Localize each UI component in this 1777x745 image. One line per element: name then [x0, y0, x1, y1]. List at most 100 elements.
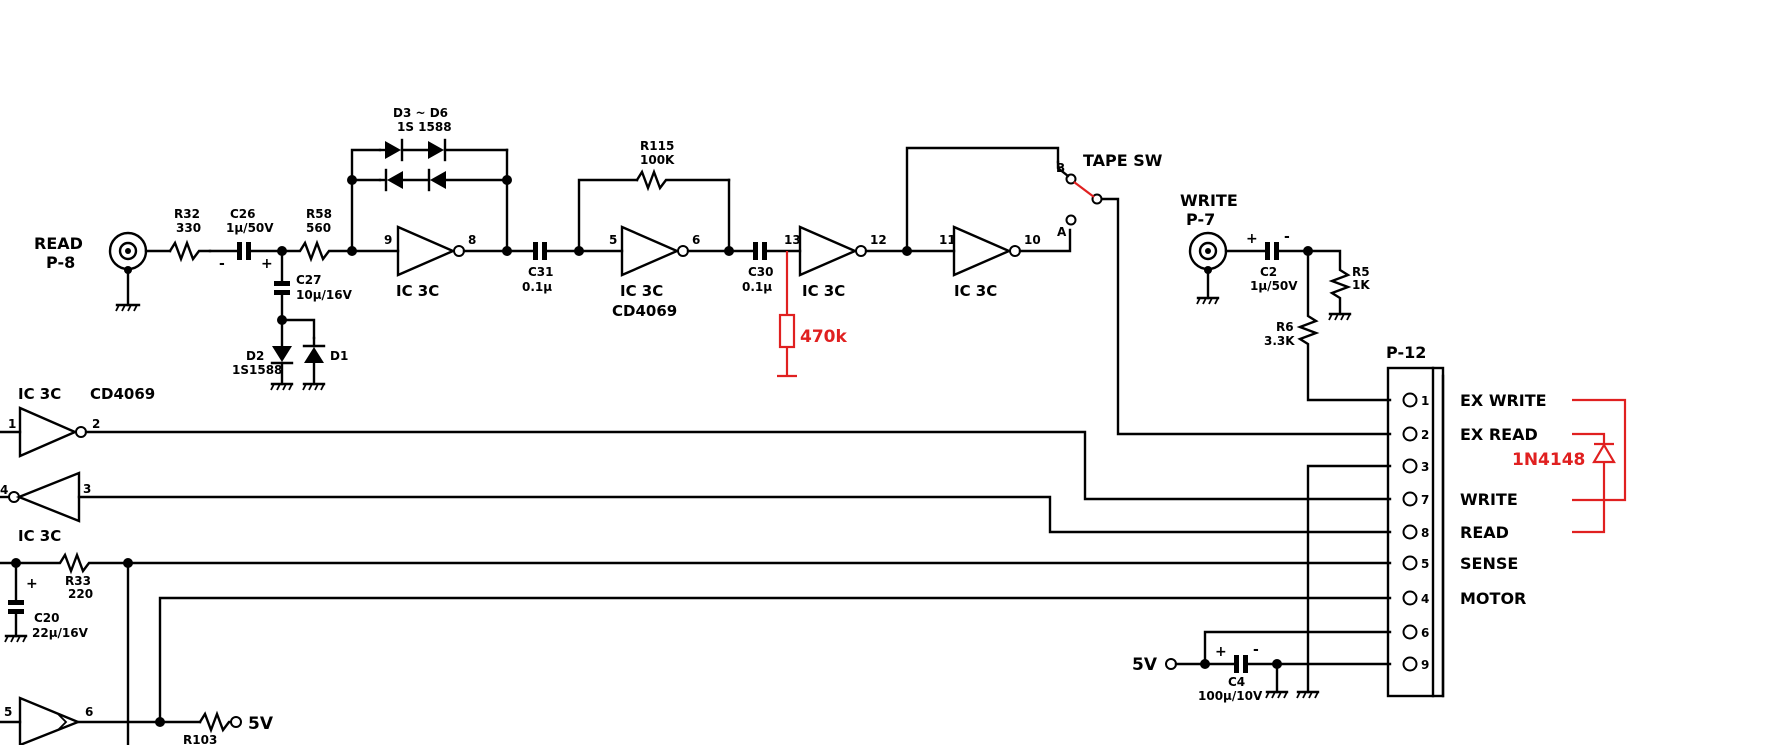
c26-ref: C26 — [230, 207, 256, 221]
r115-value: 100K — [640, 153, 675, 167]
ground-icon — [115, 303, 141, 312]
connector-pin-8 — [1402, 524, 1418, 540]
g4-in-pin: 11 — [939, 233, 956, 247]
c2-ref: C2 — [1260, 265, 1277, 279]
connector-pin-number: 9 — [1421, 658, 1429, 672]
c2-value: 1µ/50V — [1250, 279, 1298, 293]
r5-value: 1K — [1352, 278, 1370, 292]
c2-minus: - — [1284, 229, 1290, 245]
tape-switch-pos-b: B — [1056, 161, 1065, 175]
g3-unit: IC 3C — [802, 282, 845, 300]
c26-plus: + — [261, 256, 273, 272]
connector-pin-1 — [1402, 392, 1418, 408]
g4-unit: IC 3C — [954, 282, 997, 300]
resistor-r5 — [1306, 249, 1352, 321]
r33-value: 220 — [68, 587, 93, 601]
inverter-gate-3 — [798, 225, 909, 277]
connector-signal-label: MOTOR — [1460, 589, 1526, 608]
g5-unit: IC 3C — [18, 385, 61, 403]
resistor-r58 — [280, 239, 354, 263]
g3-out-pin: 12 — [870, 233, 887, 247]
g6-out-pin: 3 — [83, 482, 91, 496]
connector-pin-number: 2 — [1421, 428, 1429, 442]
added-diode-1n4148 — [1572, 398, 1627, 534]
g1-out-pin: 8 — [468, 233, 476, 247]
diode-bridge-d3-d6 — [378, 138, 509, 192]
write-jack-p7 — [1188, 231, 1228, 305]
r103-ref: R103 — [183, 733, 217, 745]
connector-pin-number: 8 — [1421, 526, 1429, 540]
ground-icon — [1328, 312, 1352, 321]
write-jack-ref: P-7 — [1186, 210, 1215, 229]
g2-out-pin: 6 — [692, 233, 700, 247]
c20-plus: + — [26, 576, 38, 592]
connector-pin-4 — [1402, 590, 1418, 606]
c27-ref: C27 — [296, 273, 322, 287]
ground-icon — [4, 634, 28, 643]
connector-signal-label: WRITE — [1460, 490, 1518, 509]
r6-value: 3.3K — [1264, 334, 1295, 348]
c20-value: 22µ/16V — [32, 626, 89, 640]
read-jack-ref: P-8 — [46, 253, 75, 272]
r33-ref: R33 — [65, 574, 91, 588]
tape-switch-pos-a: A — [1057, 225, 1067, 239]
bridge-part: 1S 1588 — [397, 120, 452, 134]
inverter-gate-4 — [905, 225, 1072, 277]
connector-p12 — [1386, 366, 1445, 698]
g7-out-pin: 6 — [85, 705, 93, 719]
g5-out-pin: 2 — [92, 417, 100, 431]
added-resistor-value: 470k — [800, 327, 847, 347]
ground-icon — [302, 382, 326, 391]
connector-pin-number: 4 — [1421, 592, 1429, 606]
c2-plus: + — [1246, 231, 1258, 247]
c31-value: 0.1µ — [522, 280, 552, 294]
bridge-range: D3 ~ D6 — [393, 106, 448, 120]
capacitor-c31 — [505, 242, 581, 260]
g5-part: CD4069 — [90, 385, 155, 403]
c27-value: 10µ/16V — [296, 288, 353, 302]
resistor-r103 — [198, 710, 242, 734]
connector-pin-2 — [1402, 426, 1418, 442]
r115-ref: R115 — [640, 139, 674, 153]
connector-pin-5 — [1402, 555, 1418, 571]
connector-signal-label: EX WRITE — [1460, 391, 1547, 410]
c26-value: 1µ/50V — [226, 221, 274, 235]
connector-pin-3 — [1402, 458, 1418, 474]
capacitor-c20 — [4, 561, 28, 643]
c4-value: 100µ/10V — [1198, 689, 1263, 703]
connector-pin-7 — [1402, 491, 1418, 507]
diode-d1 — [302, 336, 326, 391]
c4-ref: C4 — [1228, 675, 1245, 689]
capacitor-c30 — [727, 242, 802, 260]
read-jack-label: READ — [34, 234, 83, 253]
c20-ref: C20 — [34, 611, 60, 625]
c30-value: 0.1µ — [742, 280, 772, 294]
read-jack-p8 — [108, 231, 148, 312]
diode-d2 — [270, 318, 294, 391]
c26-minus: - — [219, 256, 225, 272]
inverter-gate-6 — [0, 471, 1392, 534]
ground-icon — [1265, 690, 1289, 699]
connector-pin-6 — [1402, 624, 1418, 640]
r5-ref: R5 — [1352, 265, 1370, 279]
g2-part: CD4069 — [612, 302, 677, 320]
r103-supply: 5V — [248, 714, 274, 734]
resistor-r32 — [168, 239, 212, 263]
connector-signal-label: READ — [1460, 523, 1509, 542]
connector-signal-label: SENSE — [1460, 554, 1518, 573]
r6-ref: R6 — [1276, 320, 1294, 334]
c4-plus: + — [1215, 644, 1227, 660]
ground-icon — [270, 382, 294, 391]
connector-signal-label: EX READ — [1460, 425, 1538, 444]
connector-ref: P-12 — [1386, 343, 1426, 362]
inverter-gate-2 — [577, 225, 731, 277]
d2-part: 1S1588 — [232, 363, 282, 377]
write-jack-label: WRITE — [1180, 191, 1238, 210]
g7-in-pin: 5 — [4, 705, 12, 719]
g4-out-pin: 10 — [1024, 233, 1041, 247]
c30-ref: C30 — [748, 265, 774, 279]
connector-pin-number: 7 — [1421, 493, 1429, 507]
g6-unit: IC 3C — [18, 527, 61, 545]
resistor-r6 — [1296, 249, 1392, 402]
